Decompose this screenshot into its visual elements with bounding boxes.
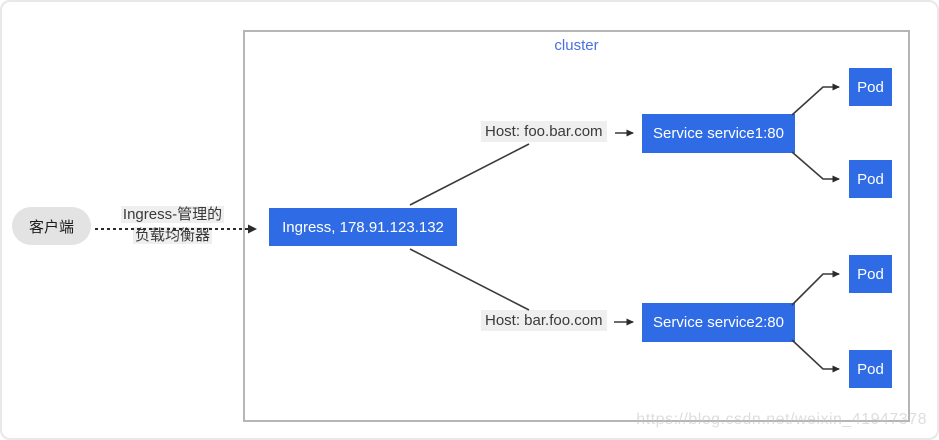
pod-node: Pod — [849, 255, 892, 293]
client-node: 客户端 — [12, 207, 91, 245]
host-label-bar-foo: Host: bar.foo.com — [481, 310, 607, 331]
service2-node: Service service2:80 — [642, 303, 795, 342]
cluster-boundary: cluster — [243, 30, 910, 422]
service1-node: Service service1:80 — [642, 114, 795, 153]
load-balancer-label: Ingress-管理的 负载均衡器 — [105, 204, 240, 246]
pod-node: Pod — [849, 350, 892, 388]
watermark: https://blog.csdn.net/weixin_41947378 — [636, 411, 927, 428]
client-label: 客户端 — [28, 218, 74, 236]
pod-node: Pod — [849, 68, 892, 106]
cluster-label: cluster — [554, 37, 599, 54]
pod-node: Pod — [849, 160, 892, 198]
load-balancer-label-line2: 负载均衡器 — [132, 227, 212, 244]
ingress-node: Ingress, 178.91.123.132 — [269, 208, 457, 246]
load-balancer-label-line1: Ingress-管理的 — [120, 206, 225, 223]
host-label-foo-bar: Host: foo.bar.com — [481, 121, 607, 142]
